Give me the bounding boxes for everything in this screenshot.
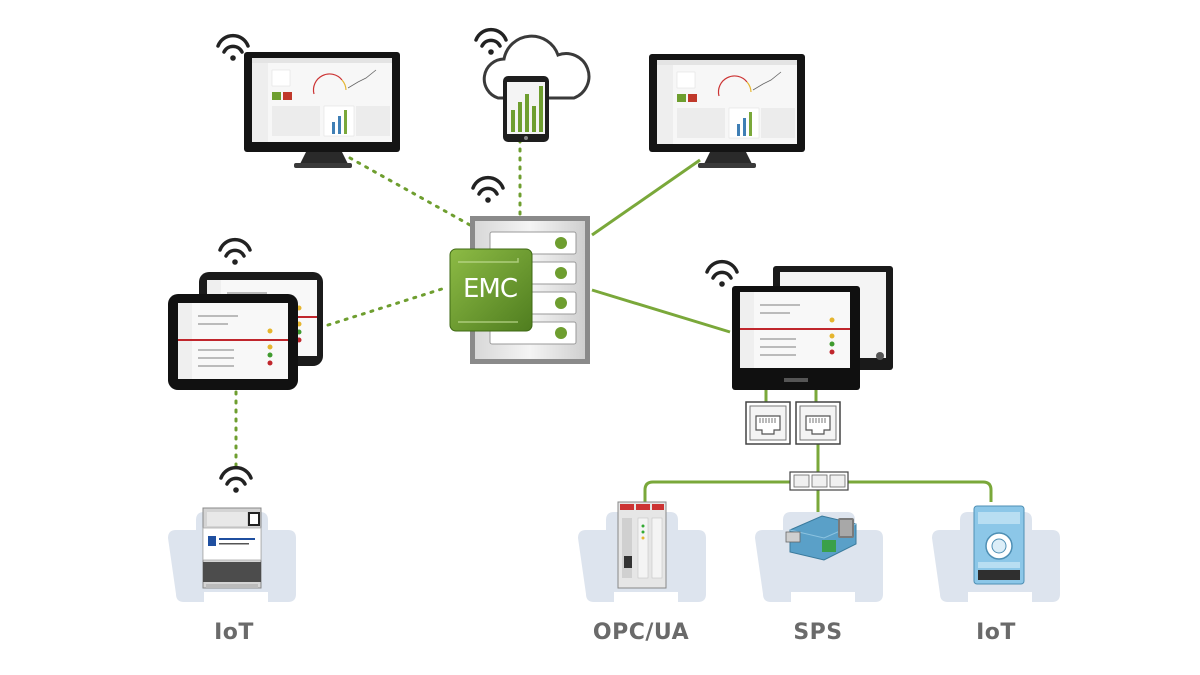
adam-module-icon <box>973 505 1025 585</box>
label-iot-right: IoT <box>976 620 1016 645</box>
solid-link-monitor-right <box>591 158 701 237</box>
panel-pc-group <box>705 259 893 390</box>
panel-to-ports-link <box>764 388 818 402</box>
cloud-group <box>474 27 591 142</box>
label-opcua: OPC/UA <box>592 620 690 645</box>
wifi-icon <box>216 33 250 63</box>
plc-icon <box>617 501 667 589</box>
solid-link-panel <box>591 288 731 334</box>
tablet-group <box>168 237 323 390</box>
ethernet-ports <box>745 401 841 445</box>
wifi-icon <box>705 259 739 289</box>
dotted-link-tablet <box>326 286 447 327</box>
profibus-adapter-icon <box>785 515 857 561</box>
wifi-icon <box>219 465 253 495</box>
ethernet-port-icon <box>795 401 841 445</box>
device-silhouettes <box>168 512 1060 602</box>
wifi-icon <box>474 27 508 57</box>
wifi-icon <box>218 237 252 267</box>
fieldbus-line <box>643 480 993 512</box>
label-iot-left: IoT <box>214 620 254 645</box>
label-sps: SPS <box>793 620 843 645</box>
emc-logo: EMC <box>462 274 518 304</box>
server-icon <box>449 175 590 364</box>
connection-lines <box>234 138 993 512</box>
monitor-left <box>216 33 400 168</box>
dotted-link-monitor-left <box>348 156 472 227</box>
iot-device-icon <box>202 465 262 589</box>
monitor-right <box>649 54 805 168</box>
switch-icon <box>789 471 849 491</box>
wifi-icon <box>471 175 505 205</box>
ethernet-port-icon <box>745 401 791 445</box>
